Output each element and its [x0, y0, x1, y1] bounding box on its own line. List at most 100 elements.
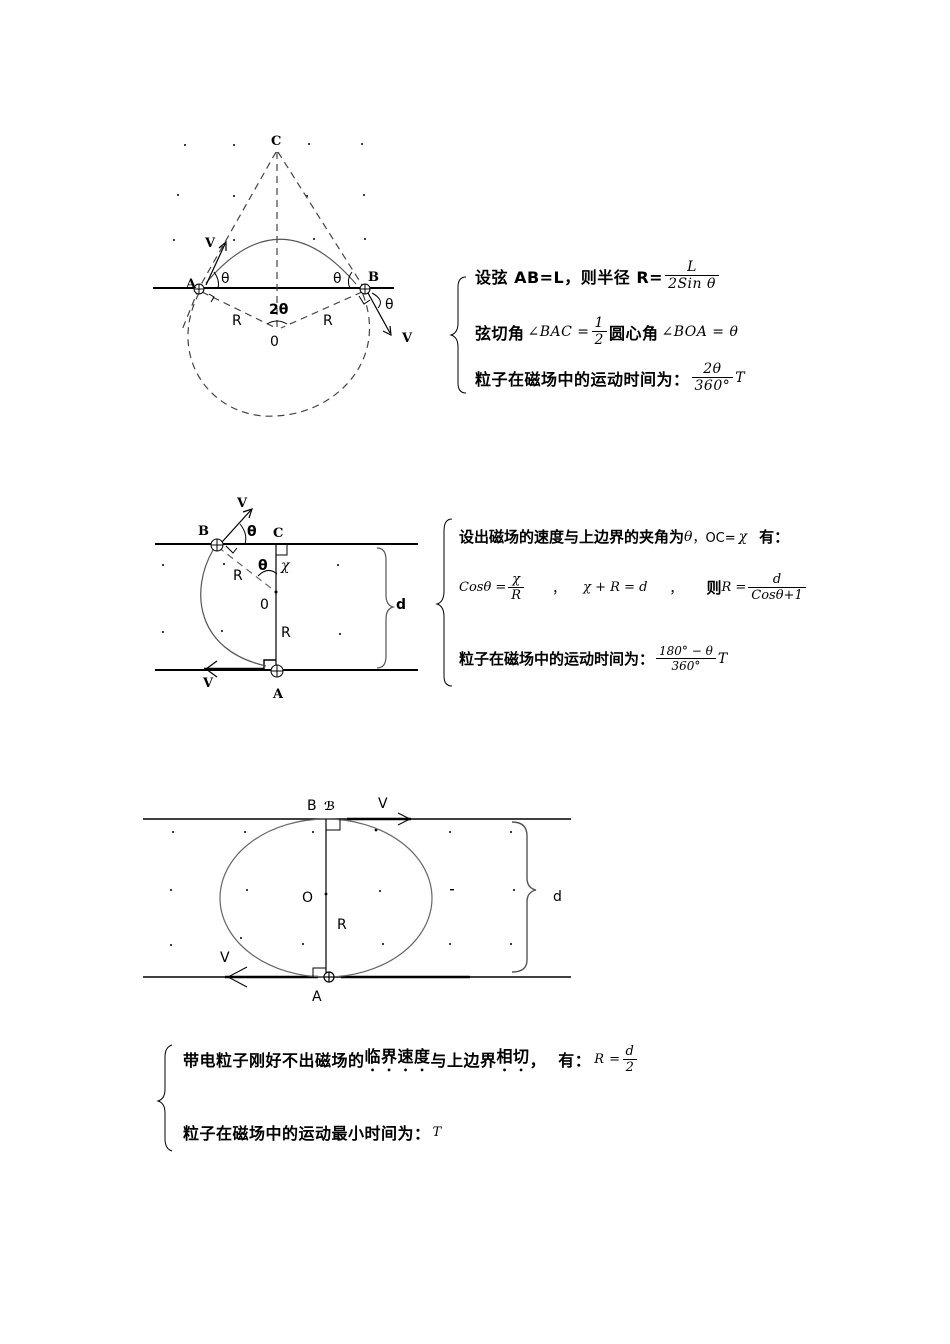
setup-line: 设出磁场的速度与上边界的夹角为 θ ，OC= χ 有： — [459, 526, 789, 547]
separator: ， — [669, 582, 683, 597]
diagram-chord-tangent: C A B V V θ θ θ 2θ R R 0 — [0, 0, 450, 430]
r-lhs: R = — [594, 1051, 621, 1067]
theta-top-label: θ — [247, 524, 257, 540]
positive-charge-icon — [323, 971, 335, 983]
central-angle-label: 2θ — [269, 302, 289, 318]
field-dots — [162, 563, 341, 635]
radius-bottom-label: R — [281, 625, 291, 641]
motion-time-line: 粒子在磁场中的运动时间为： 2θ 360° T — [475, 361, 745, 394]
emphasis-tangent: 相切 — [496, 1047, 530, 1066]
r-lhs: R = — [721, 580, 747, 595]
charge-top-glyph: ℬ — [324, 799, 336, 813]
chi-symbol: χ — [738, 528, 748, 545]
period-symbol: T — [717, 650, 728, 667]
fraction-numerator: d — [625, 1043, 635, 1059]
critical-speed-line: 带电粒子刚好不出磁场的 临界速度 与上边界 相切 ， 有： R = d 2 — [183, 1043, 639, 1075]
formula-block-3: 带电粒子刚好不出磁场的 临界速度 与上边界 相切 ， 有： R = d 2 粒子… — [155, 1035, 735, 1155]
tangent-angle-text: 弦切角 — [475, 323, 525, 343]
chord-radius-line: 设弦 AB=L，则半径 R= L 2Sin θ — [475, 259, 721, 292]
left-brace-icon — [156, 1044, 173, 1152]
point-b-label: B — [368, 270, 379, 285]
left-brace-icon — [449, 276, 467, 394]
fraction-denominator: 360° — [691, 377, 734, 394]
velocity-top-label: V — [237, 496, 248, 511]
oc-text: ，OC= — [692, 531, 736, 546]
has-text: 有： — [759, 528, 790, 546]
radius-top-label: R — [233, 568, 243, 584]
velocity-top-label: V — [378, 796, 388, 812]
fraction-numerator: χ — [512, 572, 521, 587]
diagram2-figure — [155, 508, 418, 678]
cos-fraction: χ R — [508, 572, 525, 603]
positive-charge-icon — [193, 283, 371, 295]
central-angle-text: 圆心角 — [608, 323, 659, 343]
fraction-numerator: d — [772, 572, 782, 587]
fraction-denominator: Cosθ+1 — [748, 587, 806, 603]
point-c-label: C — [273, 526, 284, 541]
period-symbol: T — [432, 1124, 442, 1140]
fraction-denominator: 2Sin θ — [665, 275, 719, 292]
point-a-label: A — [312, 989, 322, 1005]
width-d-label: d — [396, 597, 407, 613]
motion-time-text: 粒子在磁场中的运动时间为： — [459, 650, 655, 668]
width-d-label: d — [553, 889, 562, 905]
chi-label: χ — [281, 558, 290, 574]
theta-symbol: θ — [684, 528, 693, 545]
cos-lhs: Cosθ = — [459, 580, 507, 595]
center-o-label: 0 — [260, 597, 269, 613]
emphasis-critical-speed: 临界速度 — [364, 1047, 431, 1066]
diagram-strip-field: V B θ C θ χ R 0 R d V A — [0, 480, 440, 710]
point-c-label: C — [271, 134, 282, 149]
theta-center-label: θ — [258, 558, 268, 574]
fraction-denominator: 360° — [656, 658, 716, 673]
r-fraction: d Cosθ+1 — [748, 572, 806, 603]
center-o-label: O — [302, 890, 314, 906]
fraction-denominator: 2 — [622, 1058, 638, 1075]
boundary-text: 与上边界 — [430, 1051, 497, 1070]
critical-speed-text: 带电粒子刚好不出磁场的 — [183, 1051, 365, 1070]
radius-label: R — [337, 917, 347, 933]
min-time-text: 粒子在磁场中的运动最小时间为： — [183, 1124, 431, 1143]
left-brace-icon — [435, 518, 453, 687]
motion-time-text: 粒子在磁场中的运动时间为： — [475, 369, 690, 389]
separator: ， — [552, 582, 566, 597]
motion-time-line: 粒子在磁场中的运动时间为： 180° − θ 360° T — [459, 644, 727, 673]
tangent-angle-line: 弦切角 ∠BAC = 1 2 圆心角 ∠BOA = θ — [475, 315, 738, 348]
angle-boa-expr: ∠BOA = θ — [661, 323, 739, 340]
formula-block-2: 设出磁场的速度与上边界的夹角为 θ ，OC= χ 有： Cosθ = χ R ，… — [432, 516, 812, 691]
velocity-a-label: V — [205, 236, 216, 251]
theta-a-label: θ — [221, 271, 230, 287]
has-text: ， 有： — [529, 1051, 592, 1070]
fraction-numerator: L — [687, 259, 697, 275]
min-time-line: 粒子在磁场中的运动最小时间为： T — [183, 1120, 442, 1144]
time-fraction: 180° − θ 360° — [656, 644, 716, 673]
setup-text: 设出磁场的速度与上边界的夹角为 — [459, 528, 685, 546]
theta-b-label: θ — [333, 271, 342, 287]
fraction-numerator: 1 — [594, 315, 604, 331]
velocity-b-label: V — [402, 331, 413, 346]
point-a-label: A — [273, 687, 284, 702]
chord-radius-text: 设弦 AB=L，则半径 R= — [475, 267, 664, 287]
velocity-bottom-label: V — [203, 676, 214, 691]
then-text: 则 — [706, 579, 722, 597]
diagram-full-circle: B ℬ V O R d V A — [0, 790, 600, 1010]
radius-fraction: L 2Sin θ — [665, 259, 719, 292]
sum-equation: χ + R = d — [583, 580, 648, 595]
fraction-numerator: 2θ — [703, 361, 722, 377]
formula-block-1: 设弦 AB=L，则半径 R= L 2Sin θ 弦切角 ∠BAC = 1 2 圆… — [448, 255, 808, 415]
point-b-label: B — [198, 524, 209, 539]
time-fraction: 2θ 360° — [691, 361, 734, 394]
center-o-label: 0 — [270, 334, 279, 350]
diagram1-figure — [153, 143, 394, 417]
radius-right-label: R — [323, 313, 333, 329]
cos-relation-line: Cosθ = χ R ， χ + R = d ， 则 R = d Cosθ+1 — [459, 572, 808, 603]
point-b-label: B — [307, 798, 317, 814]
half-d-fraction: d 2 — [622, 1043, 638, 1075]
diagram3-figure — [143, 812, 571, 988]
velocity-bottom-label: V — [220, 950, 230, 966]
period-symbol: T — [735, 369, 746, 386]
theta-b-exit-label: θ — [385, 297, 394, 313]
fraction-denominator: 2 — [591, 331, 607, 348]
fraction-numerator: 180° − θ — [659, 644, 713, 658]
angle-bac-expr: ∠BAC = — [527, 323, 590, 340]
